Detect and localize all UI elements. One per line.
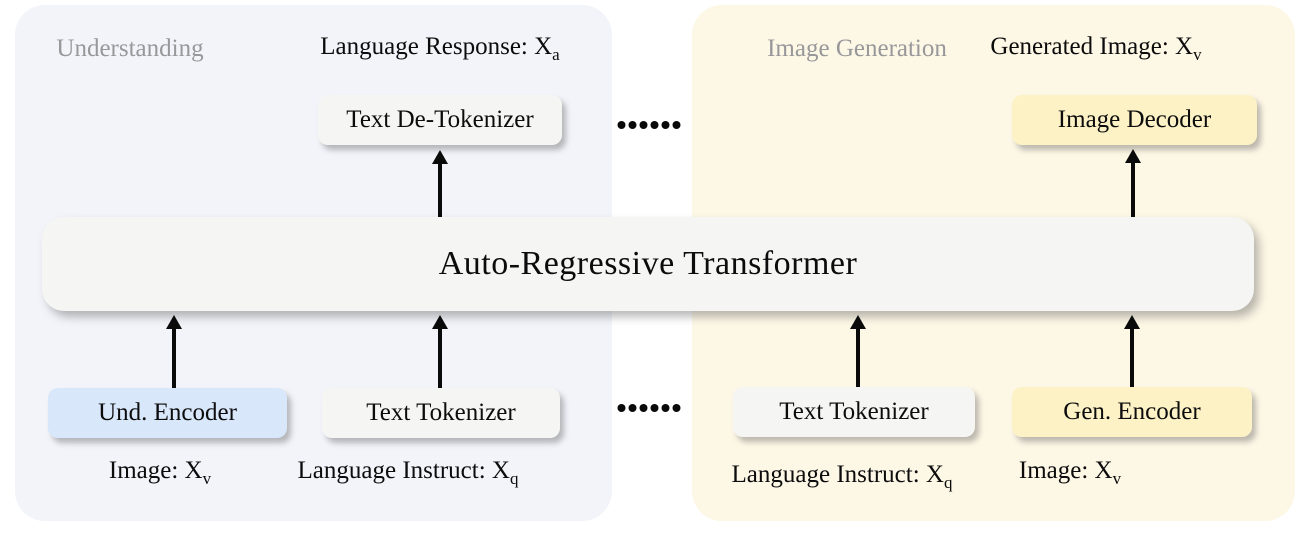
arrow-head-icon: [850, 315, 866, 329]
language-response-subscript: a: [552, 45, 560, 64]
language-instruct-left-subscript: q: [509, 469, 519, 488]
generated-image-label: Generated Image: Xv: [990, 33, 1201, 65]
arrow-shaft: [438, 162, 442, 217]
text-tokenizer-left-label: Text Tokenizer: [366, 399, 516, 426]
text-tokenizer-right-box: Text Tokenizer: [733, 387, 975, 437]
ellipsis-dots-bottom: [617, 404, 681, 412]
arrow-shaft: [438, 327, 442, 388]
arrow-head-icon: [1125, 149, 1141, 163]
language-response-text: Language Response: X: [320, 33, 553, 60]
image-input-left-text: Image: X: [108, 457, 203, 484]
image-input-left-subscript: v: [202, 469, 212, 488]
language-instruct-right-text: Language Instruct: X: [731, 461, 944, 488]
arrow-head-icon: [1124, 315, 1140, 329]
arrow-shaft: [1131, 161, 1135, 217]
language-instruct-right-label: Language Instruct: Xq: [732, 461, 953, 493]
image-input-left-label: Image: Xv: [109, 457, 211, 489]
generated-image-text: Generated Image: X: [990, 33, 1194, 60]
arrow-head-icon: [166, 315, 182, 329]
text-de-tokenizer-box: Text De-Tokenizer: [318, 95, 562, 145]
generated-image-subscript: v: [1193, 45, 1202, 64]
text-tokenizer-left-box: Text Tokenizer: [322, 388, 560, 438]
auto-regressive-transformer-box: Auto-Regressive Transformer: [42, 217, 1254, 311]
und-encoder-label: Und. Encoder: [98, 399, 237, 426]
arrow-transformer-to-image-decoder: [1125, 149, 1141, 217]
auto-regressive-transformer-label: Auto-Regressive Transformer: [438, 245, 858, 282]
text-de-tokenizer-label: Text De-Tokenizer: [346, 106, 534, 133]
understanding-section-title: Understanding: [56, 35, 204, 62]
arrow-head-icon: [432, 315, 448, 329]
arrow-head-icon: [432, 150, 448, 164]
gen-encoder-label: Gen. Encoder: [1063, 398, 1201, 425]
ellipsis-dots-top: [617, 121, 681, 129]
arrow-shaft: [1130, 327, 1134, 387]
image-generation-section-title: Image Generation: [767, 35, 947, 62]
arrow-shaft: [172, 327, 176, 388]
image-decoder-label: Image Decoder: [1057, 106, 1212, 133]
arrow-text-tokenizer-left-to-transformer: [432, 315, 448, 388]
arrow-und-encoder-to-transformer: [166, 315, 182, 388]
gen-encoder-box: Gen. Encoder: [1012, 387, 1252, 437]
arrow-shaft: [856, 327, 860, 387]
image-decoder-box: Image Decoder: [1012, 95, 1257, 145]
und-encoder-box: Und. Encoder: [48, 388, 287, 438]
language-instruct-right-subscript: q: [943, 473, 953, 492]
language-response-label: Language Response: Xa: [320, 33, 559, 65]
image-input-right-text: Image: X: [1018, 457, 1113, 484]
language-instruct-left-label: Language Instruct: Xq: [298, 457, 519, 489]
language-instruct-left-text: Language Instruct: X: [297, 457, 510, 484]
image-input-right-label: Image: Xv: [1019, 457, 1121, 489]
arrow-transformer-to-text-de-tokenizer: [432, 150, 448, 217]
arrow-text-tokenizer-right-to-transformer: [850, 315, 866, 387]
arrow-gen-encoder-to-transformer: [1124, 315, 1140, 387]
image-input-right-subscript: v: [1112, 469, 1122, 488]
text-tokenizer-right-label: Text Tokenizer: [779, 398, 929, 425]
